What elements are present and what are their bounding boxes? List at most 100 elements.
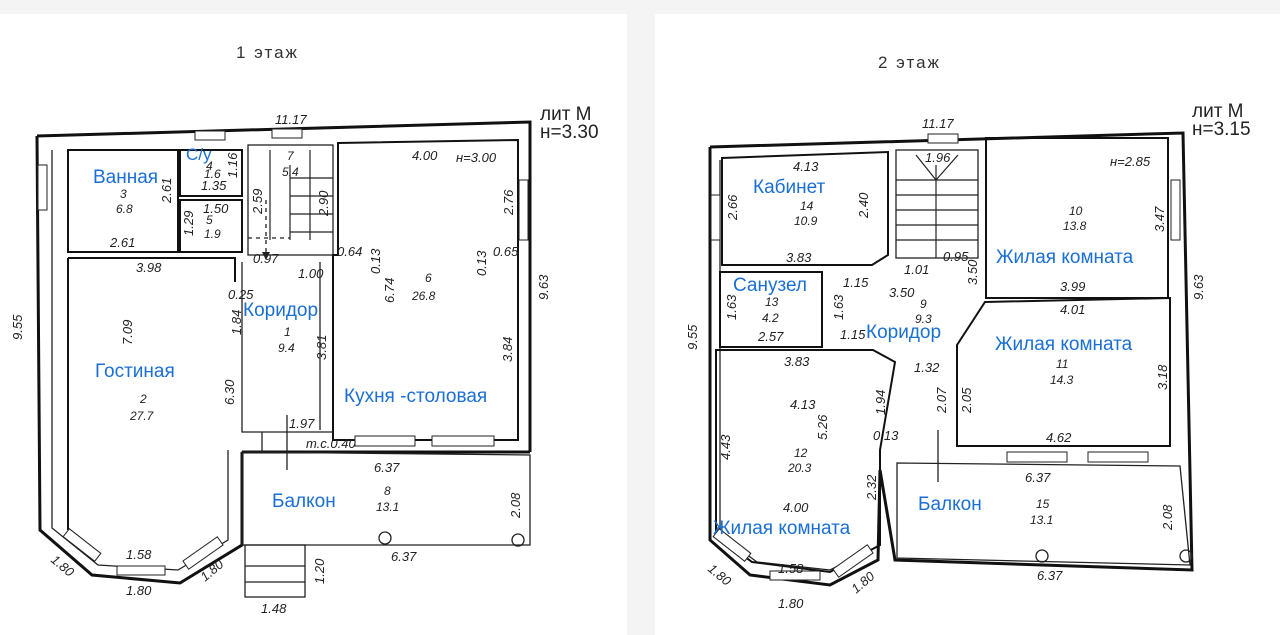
window (194, 130, 226, 141)
label-room-12: Жилая комната (713, 518, 851, 539)
dim: 1.48 (261, 601, 287, 616)
dim: 1.97 (289, 416, 315, 431)
dim: 2.59 (250, 189, 265, 215)
window (518, 179, 529, 241)
dim: 4.01 (1060, 302, 1085, 317)
area-balcony-2: 13.1 (1030, 513, 1053, 527)
dim: 1.80 (778, 596, 804, 611)
porch (244, 544, 306, 598)
num-balcony-2: 15 (1036, 497, 1050, 511)
floor-2-title: 2 этаж (878, 53, 941, 72)
dim: 3.50 (965, 259, 980, 285)
dim: 3.98 (136, 260, 162, 275)
area-stairs: 5.4 (282, 165, 299, 179)
floor-2-lit: лит М (1192, 101, 1244, 122)
window (710, 194, 721, 241)
num-corridor-2: 9 (920, 297, 927, 311)
dim: 2.61 (109, 235, 135, 250)
dim: 2.61 (159, 178, 174, 204)
room-wc (719, 271, 823, 348)
area-corridor: 9.4 (278, 341, 295, 355)
area-study: 10.9 (794, 214, 818, 228)
area-room-11: 14.3 (1050, 373, 1074, 387)
corridor-walls (241, 262, 333, 452)
floor-2-plan: 2 этаж лит М н=3.15 (685, 53, 1251, 611)
dim: 1.58 (126, 547, 152, 562)
dim: 4.13 (790, 397, 816, 412)
dim: 4.43 (718, 434, 733, 460)
room-closet (179, 199, 243, 253)
dim: 7.09 (120, 320, 135, 345)
dim: 2.40 (856, 192, 871, 219)
dim: 3.99 (1060, 279, 1085, 294)
label-room-11: Жилая комната (995, 334, 1133, 355)
dim: 3.83 (784, 354, 810, 369)
dim: 1.00 (298, 266, 324, 281)
window (832, 544, 874, 578)
window (1087, 451, 1149, 463)
dim: 1.35 (201, 178, 227, 193)
dim: 9.55 (10, 314, 25, 340)
room-living (67, 257, 236, 530)
dim: 6.74 (382, 278, 397, 303)
label-corridor: Коридор (243, 300, 318, 321)
dim: 1.15 (843, 275, 869, 290)
dim: 1.63 (724, 294, 739, 320)
dim: 6.37 (1025, 470, 1051, 485)
room-bath (67, 149, 179, 253)
dim: 3.50 (889, 285, 915, 300)
floor-2-height: н=3.15 (1192, 119, 1251, 140)
dim: 2.08 (1160, 504, 1175, 531)
room-kitchen (332, 138, 519, 441)
dim: 0.13 (873, 428, 899, 443)
area-living: 27.7 (129, 409, 155, 423)
label-kitchen: Кухня -столовая (344, 386, 487, 407)
dim: 1.96 (925, 150, 951, 165)
dim: 2.76 (501, 189, 516, 216)
window (769, 570, 821, 581)
window (1006, 451, 1068, 463)
room-study (721, 150, 889, 266)
window (354, 435, 416, 447)
dim: 0.13 (474, 250, 489, 276)
sheet-floor-1 (0, 14, 627, 635)
kitchen-height: н=3.00 (456, 150, 497, 165)
room-11 (956, 296, 1171, 447)
num-closet: 5 (206, 213, 213, 227)
dim: 0.95 (943, 249, 969, 264)
area-balcony: 13.1 (376, 500, 399, 514)
dim: 3.84 (500, 337, 515, 362)
label-corridor-2: Коридор (866, 322, 941, 343)
area-kitchen: 26.8 (411, 289, 436, 303)
dim: 1.50 (203, 201, 229, 216)
dim: 11.17 (922, 116, 954, 131)
window (927, 133, 959, 144)
label-toilet: С/у (186, 145, 212, 164)
num-study: 14 (800, 199, 814, 213)
window (62, 528, 102, 562)
window (37, 164, 48, 211)
dim: 6.30 (222, 379, 237, 405)
dim: 1.20 (312, 558, 327, 584)
num-toilet: 4 (206, 159, 213, 173)
floor-1-title: 1 этаж (236, 43, 299, 62)
dim: 1.32 (914, 360, 940, 375)
room-10 (985, 137, 1169, 299)
num-room-11: 11 (1056, 357, 1068, 371)
num-bath: 3 (120, 187, 127, 201)
num-room-10: 10 (1069, 204, 1083, 218)
dim: 2.07 (934, 387, 949, 414)
dim: 1.94 (873, 390, 888, 415)
area-wc: 4.2 (762, 311, 779, 325)
label-wc: Санузел (733, 275, 807, 296)
dim: 2.05 (959, 387, 974, 414)
dim: 1.29 (181, 211, 196, 236)
column-icon (1179, 549, 1193, 563)
column-icon (1035, 549, 1049, 563)
area-corridor-2: 9.3 (915, 312, 932, 326)
column-icon (511, 533, 525, 547)
dim: 1.15 (840, 327, 866, 342)
area-room-10: 13.8 (1063, 219, 1087, 233)
dim: 1.63 (831, 294, 846, 320)
